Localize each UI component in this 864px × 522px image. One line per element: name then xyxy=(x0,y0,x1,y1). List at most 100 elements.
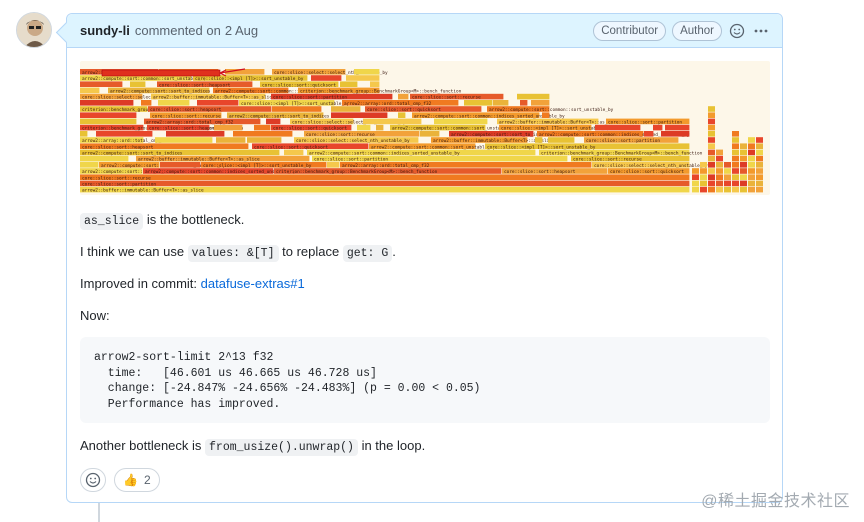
flame-frame-label: core::slice::select::select_nth_unstable… xyxy=(292,120,406,126)
flame-frame xyxy=(700,186,707,193)
flame-frame xyxy=(233,131,293,137)
benchmark-codeblock: arrow2-sort-limit 2^13 f32 time: [46.601… xyxy=(80,337,770,423)
flame-frame-label: core::slice::sort::quicksort xyxy=(262,82,336,88)
flame-frame-label: arrow2::array::ord::total_cmp_f32 xyxy=(146,120,234,126)
flame-frame xyxy=(716,162,723,168)
flame-frame xyxy=(155,137,213,143)
flame-frame xyxy=(732,143,739,149)
flame-frame xyxy=(756,180,763,187)
flame-frame xyxy=(592,162,690,168)
flame-frame xyxy=(708,168,715,174)
flame-frame xyxy=(493,100,509,106)
flame-frame xyxy=(108,87,210,94)
flame-frame xyxy=(732,149,739,156)
flame-frame xyxy=(346,75,380,81)
flame-frame xyxy=(740,180,747,187)
flame-frame xyxy=(535,137,543,143)
kebab-menu-icon[interactable] xyxy=(752,22,770,40)
flame-frame xyxy=(464,100,493,106)
flame-frame xyxy=(147,124,210,131)
flame-frame xyxy=(692,174,699,180)
flame-frame xyxy=(80,87,100,94)
flame-frame xyxy=(732,180,739,187)
flame-frame xyxy=(340,81,358,87)
inline-code: values: &[T] xyxy=(187,245,279,262)
flame-frame xyxy=(708,143,715,149)
flame-frame xyxy=(157,81,253,87)
flame-frame xyxy=(197,100,239,106)
flame-frame xyxy=(354,69,380,75)
flame-frame xyxy=(80,131,88,137)
flame-frame xyxy=(150,112,222,118)
flame-frame xyxy=(272,106,322,112)
flame-frame-label: arrow2::compute::sort::common::indices_s… xyxy=(145,169,296,175)
flame-frame xyxy=(80,155,129,162)
flame-frame xyxy=(756,137,763,143)
flame-frame-label: arrow2::compute::sort::common::indices_s… xyxy=(215,89,366,95)
flame-frame-label: arrow2::compute::sort::common::indices_s… xyxy=(309,151,460,157)
paragraph-commit: Improved in commit: datafuse-extras#1 xyxy=(80,275,305,293)
flame-frame xyxy=(665,124,690,131)
add-reaction-button[interactable] xyxy=(80,468,106,492)
flame-frame-label: core::slice::select::select_nth_unstable… xyxy=(296,138,410,144)
paragraph-bottleneck: as_slice is the bottleneck. xyxy=(80,211,244,231)
thumbs-up-icon: 👍 xyxy=(123,473,138,487)
flame-frame xyxy=(294,137,419,143)
flame-frame xyxy=(365,106,482,112)
flame-frame xyxy=(274,168,502,174)
flame-frame xyxy=(700,168,707,174)
flame-frame xyxy=(595,124,641,131)
author-name[interactable]: sundy-li xyxy=(80,23,130,38)
flame-frame xyxy=(520,100,528,106)
header-actions: Contributor Author xyxy=(593,21,770,41)
paragraph-another-bottleneck: Another bottleneck is from_usize().unwra… xyxy=(80,437,425,457)
flame-frame-label: core::slice::sort::quicksort xyxy=(273,126,347,132)
flame-frame xyxy=(724,174,731,180)
flame-frame xyxy=(740,186,747,193)
flame-frame-label: criterion::benchmark_group::BenchmarkGro… xyxy=(300,89,462,95)
flame-frame xyxy=(266,118,281,125)
flame-frame xyxy=(716,168,723,174)
flame-frame-label: core::slice::<impl [T]>::sort_unstable_b… xyxy=(195,76,304,82)
flame-frame xyxy=(160,162,201,168)
flame-frame xyxy=(193,75,308,81)
flame-frame-label: core::slice::sort::heapsort xyxy=(504,169,576,175)
flame-frame xyxy=(80,143,249,149)
flame-frame xyxy=(716,149,723,156)
flame-frame xyxy=(151,93,266,100)
flame-frame-label: arrow2::compute::sort::common::sort_unst… xyxy=(82,76,207,82)
flame-frame xyxy=(80,168,143,174)
flame-frame xyxy=(756,168,763,174)
flame-frame xyxy=(148,106,272,112)
flame-frame xyxy=(708,112,715,118)
flame-frame xyxy=(748,137,755,143)
flame-frame xyxy=(732,174,739,180)
flame-frame xyxy=(252,143,369,149)
paragraph-suggestion: I think we can use values: &[T] to repla… xyxy=(80,243,396,263)
flame-frame-label: arrow2::buffer::immutable::Buffer<T>::as… xyxy=(499,120,621,126)
text: Now: xyxy=(80,308,110,323)
flame-frame-label: arrow2::compute::sort::sort_to_indices xyxy=(82,169,183,175)
flame-frame xyxy=(732,168,739,174)
smiley-icon[interactable] xyxy=(728,22,746,40)
flame-frame xyxy=(732,186,739,193)
flame-frame xyxy=(312,155,568,162)
flame-frame xyxy=(80,100,134,106)
flame-frame xyxy=(485,143,690,149)
comment-date[interactable]: 2 Aug xyxy=(224,23,259,38)
watermark: @稀土掘金技术社区 xyxy=(701,493,850,510)
flame-frame xyxy=(331,106,361,112)
flame-frame xyxy=(80,93,143,100)
thumbs-up-reaction[interactable]: 👍 2 xyxy=(114,468,160,492)
flame-frame xyxy=(748,168,755,174)
avatar[interactable] xyxy=(16,12,52,48)
contributor-badge: Contributor xyxy=(593,21,667,41)
flame-frame-label: arrow2::compute::sort::common::sort_unst… xyxy=(392,126,517,132)
flame-frame xyxy=(608,168,690,174)
flame-frame xyxy=(716,180,723,187)
commit-link[interactable]: datafuse-extras#1 xyxy=(200,276,305,291)
flame-frame xyxy=(144,118,261,125)
flame-frame xyxy=(487,106,550,112)
flame-frame xyxy=(708,174,715,180)
flame-frame xyxy=(304,131,420,137)
